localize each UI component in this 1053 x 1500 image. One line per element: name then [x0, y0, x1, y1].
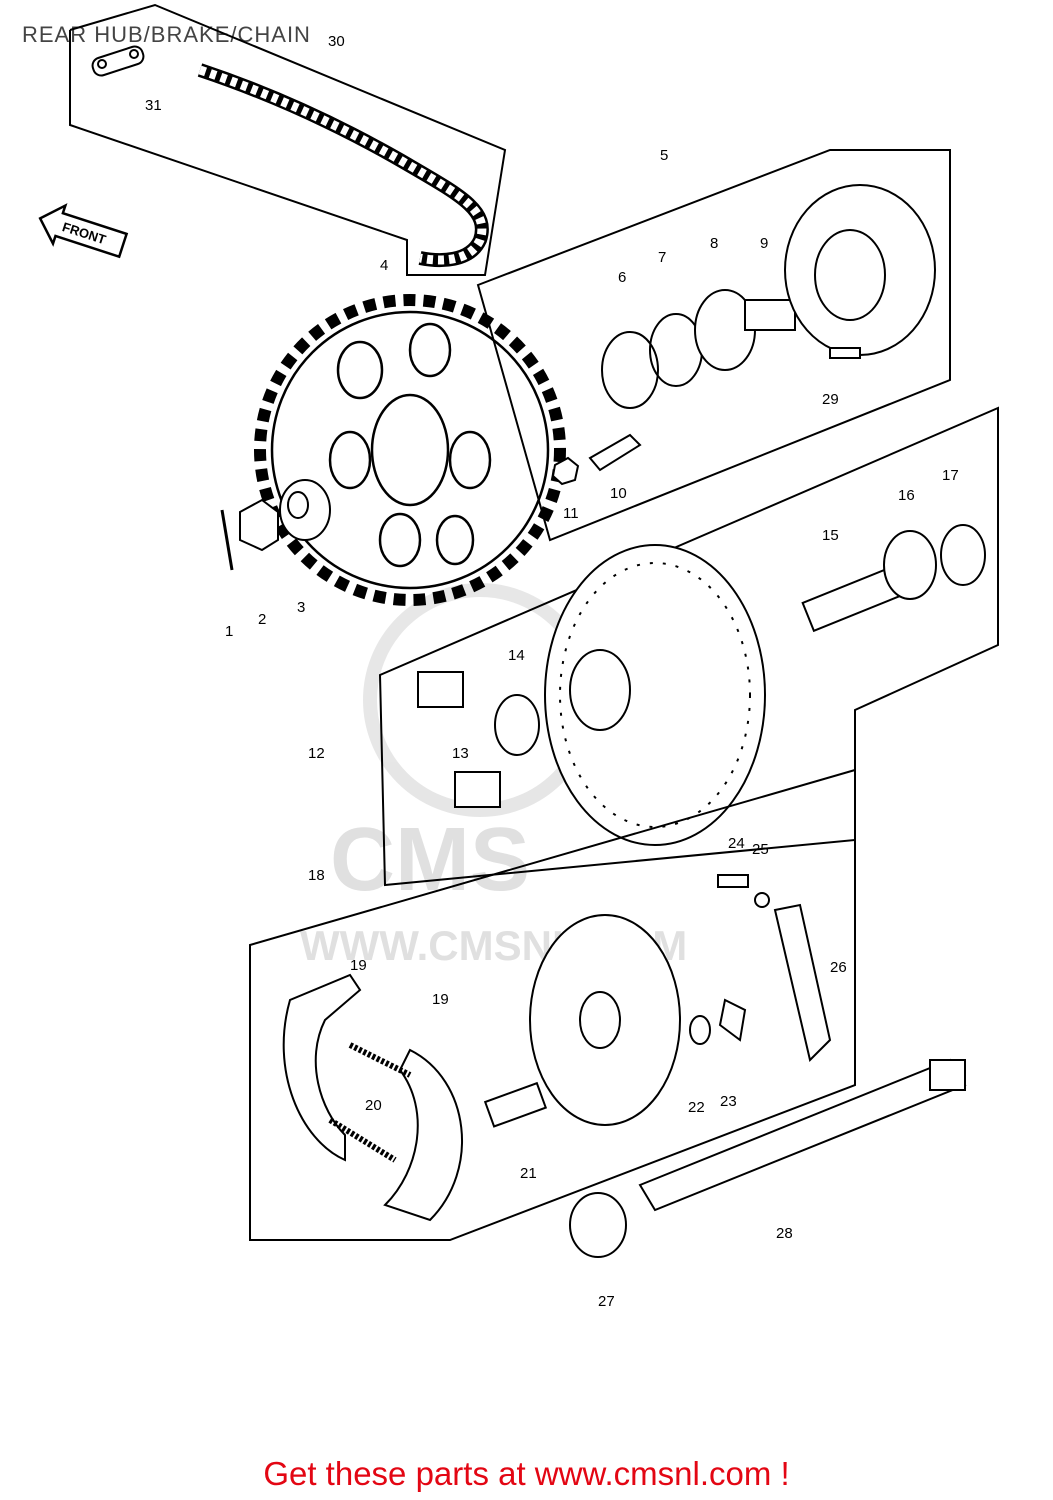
- spring-20a: [348, 1042, 412, 1078]
- damper-13b: [454, 771, 501, 808]
- connecting-link-30: [91, 45, 145, 77]
- lock-washer-10: [588, 433, 642, 472]
- callout-23: 23: [720, 1093, 737, 1110]
- callout-13: 13: [452, 745, 469, 762]
- bolt-24: [717, 874, 749, 888]
- washer-22: [689, 1015, 711, 1045]
- callout-31: 31: [145, 97, 162, 114]
- exploded-parts-diagram: CMS WWW.CMSNL.COM FRONT: [38, 3, 999, 1310]
- circlip-7: [649, 313, 703, 387]
- callout-19a: 19: [350, 957, 367, 974]
- callout-10: 10: [610, 485, 627, 502]
- callout-28: 28: [776, 1225, 793, 1242]
- rear-sprocket: [254, 294, 566, 606]
- callout-16: 16: [898, 487, 915, 504]
- oil-seal-6: [601, 331, 659, 409]
- callout-19b: 19: [432, 991, 449, 1008]
- callout-7: 7: [658, 249, 666, 266]
- spring-20b: [328, 1117, 397, 1163]
- brake-lever-26: [773, 903, 832, 1062]
- callout-2: 2: [258, 611, 266, 628]
- callout-29: 29: [822, 391, 839, 408]
- circlip-17: [940, 524, 986, 586]
- brake-box-outline: [249, 768, 856, 1241]
- callout-15: 15: [822, 527, 839, 544]
- coupling-group: [476, 149, 951, 542]
- chain-group: [69, 3, 507, 276]
- axle-head: [929, 1059, 966, 1091]
- callout-21: 21: [520, 1165, 537, 1182]
- callout-1: 1: [225, 623, 233, 640]
- hub-drum-12: [544, 544, 766, 846]
- callout-20: 20: [365, 1097, 382, 1114]
- bearing-14: [494, 694, 540, 756]
- callout-8: 8: [710, 235, 718, 252]
- callout-5: 5: [660, 147, 668, 164]
- callout-30: 30: [328, 33, 345, 50]
- callout-6: 6: [618, 269, 626, 286]
- callout-18: 18: [308, 867, 325, 884]
- chain-box-outline: [69, 3, 507, 276]
- callout-4: 4: [380, 257, 388, 274]
- collar-27: [569, 1192, 627, 1258]
- callout-labels: 1 2 3 4 5 6 7 8 9 10 11 12 13 14 15 16 1…: [145, 33, 959, 1310]
- brake-shoe-19a: [282, 973, 362, 1162]
- hub-box-outline: [378, 406, 999, 887]
- sprocket-coupling-5: [784, 184, 936, 356]
- callout-17: 17: [942, 467, 959, 484]
- damper-13a: [417, 671, 464, 708]
- drive-chain: [197, 63, 489, 267]
- spacer-9: [744, 299, 796, 331]
- callout-22: 22: [688, 1099, 705, 1116]
- brake-shoe-19b: [383, 1048, 464, 1222]
- bearing-16: [883, 530, 937, 600]
- sprocket-fasteners: [220, 433, 642, 571]
- footer-cta-link[interactable]: Get these parts at www.cmsnl.com !: [263, 1455, 790, 1492]
- cotter-pin-1: [220, 509, 234, 571]
- brake-group: [249, 768, 856, 1241]
- callout-24: 24: [728, 835, 745, 852]
- brake-panel: [529, 914, 681, 1126]
- hub-group: [378, 406, 999, 887]
- callout-12: 12: [308, 745, 325, 762]
- indicator-23: [718, 998, 747, 1042]
- axle-parts: [569, 1058, 967, 1258]
- callout-26: 26: [830, 959, 847, 976]
- watermark-brand: CMS: [330, 810, 530, 910]
- axle-28: [638, 1058, 967, 1212]
- washer-25: [754, 892, 770, 908]
- callout-3: 3: [297, 599, 305, 616]
- coupling-box-outline: [476, 149, 951, 542]
- callout-25: 25: [752, 841, 769, 858]
- front-arrow: FRONT: [38, 203, 129, 259]
- callout-11: 11: [563, 505, 579, 522]
- callout-14: 14: [508, 647, 525, 664]
- brake-cam-21: [483, 1081, 548, 1128]
- stud-29: [829, 347, 861, 359]
- nut-11: [551, 456, 580, 486]
- callout-27: 27: [598, 1293, 615, 1310]
- nut-2: [239, 498, 279, 552]
- callout-9: 9: [760, 235, 768, 252]
